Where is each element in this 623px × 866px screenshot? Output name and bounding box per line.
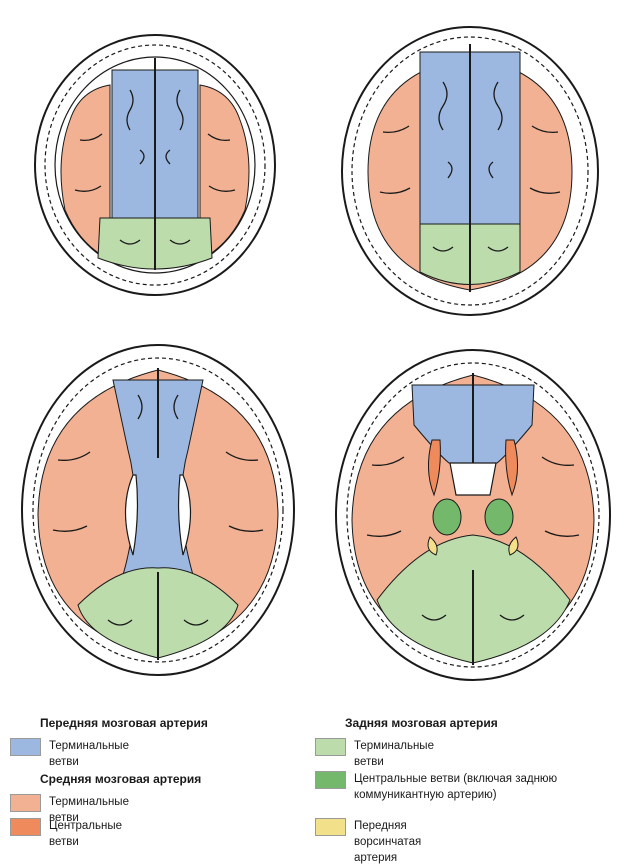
legend-item-pca-central: Центральные ветви (включая заднюю коммун…: [315, 771, 594, 803]
sulci-lines: [366, 456, 580, 621]
third-ventricle-area: [449, 462, 497, 496]
axial-section-2: [338, 22, 603, 320]
pca-central-label: Центральные ветви (включая заднюю коммун…: [354, 773, 558, 801]
legend-item-mca-central: Центральные ветви: [10, 818, 122, 850]
pca-terminal-swatch: [315, 738, 346, 756]
mca-central-region: [428, 439, 518, 497]
aca-heading: Передняя мозговая артерия: [40, 716, 208, 730]
anterior-choroidal-label: Передняя ворсинчатая артерия: [354, 820, 422, 864]
mca-central-swatch: [10, 818, 41, 836]
mca-terminal-region: [60, 84, 250, 261]
pca-central-swatch: [315, 771, 346, 789]
anterior-choroidal-swatch: [315, 818, 346, 836]
lateral-ventricle-right: [177, 474, 192, 556]
legend-item-aca-terminal: Терминальные ветви: [10, 738, 129, 770]
mca-terminal-label: Терминальные ветви: [49, 796, 129, 824]
axial-section-1: [30, 30, 280, 300]
axial-section-4: [332, 345, 615, 685]
sulci-lines: [74, 89, 236, 245]
mca-heading: Средняя мозговая артерия: [40, 772, 202, 786]
aca-terminal-swatch: [10, 738, 41, 756]
mca-terminal-swatch: [10, 794, 41, 812]
sulci-lines: [52, 394, 264, 626]
legend-item-anterior-choroidal: Передняя ворсинчатая артерия: [315, 818, 421, 866]
sulci-lines: [379, 81, 561, 252]
pca-heading: Задняя мозговая артерия: [345, 716, 498, 730]
aca-terminal-label: Терминальные ветви: [49, 740, 129, 768]
pca-terminal-label: Терминальные ветви: [354, 740, 434, 768]
pca-central-region: [432, 498, 514, 536]
legend-item-mca-terminal: Терминальные ветви: [10, 794, 129, 826]
mca-central-label: Центральные ветви: [49, 820, 123, 848]
axial-section-3: [18, 340, 298, 680]
legend-item-pca-terminal: Терминальные ветви: [315, 738, 434, 770]
lateral-ventricle-left: [124, 474, 139, 556]
anterior-choroidal-region: [427, 536, 519, 556]
